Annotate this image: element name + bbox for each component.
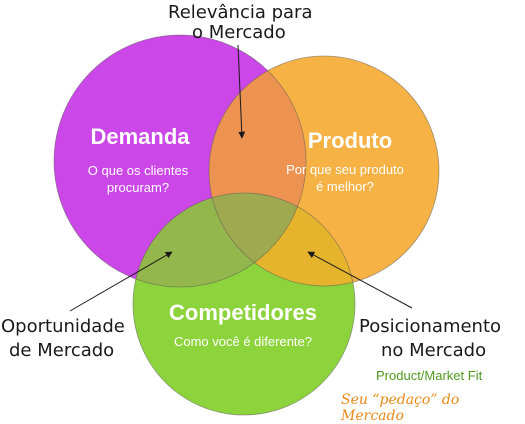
produto-subtitle-2: é melhor?	[316, 179, 374, 194]
annotation-oportunidade-line1: Oportunidade	[1, 316, 125, 337]
demanda-subtitle-1: O que os clientes	[88, 163, 189, 178]
competidores-subtitle: Como você é diferente?	[174, 334, 312, 349]
product-market-fit-label: Product/Market Fit	[376, 368, 483, 383]
annotation-relevancia-line2: o Mercado	[192, 22, 286, 43]
brand-tagline: Seu “pedaço” do Mercado	[341, 392, 460, 424]
produto-competidores-overlap	[209, 193, 355, 286]
arrow-oportunidade	[69, 251, 173, 312]
competidores-title: Competidores	[169, 300, 317, 325]
produto-title: Produto	[308, 128, 392, 153]
produto-subtitle-1: Por que seu produto	[286, 162, 404, 177]
annotation-oportunidade-line2: de Mercado	[9, 340, 115, 361]
arrow-posicionamento	[307, 251, 413, 309]
annotation-posicionamento-line2: no Mercado	[381, 340, 487, 361]
annotation-relevancia-line1: Relevância para	[168, 2, 313, 23]
demanda-title: Demanda	[90, 124, 190, 149]
arrow-relevancia	[237, 44, 246, 139]
annotation-posicionamento-line1: Posicionamento	[359, 316, 502, 337]
demanda-subtitle-2: procuram?	[107, 180, 169, 195]
